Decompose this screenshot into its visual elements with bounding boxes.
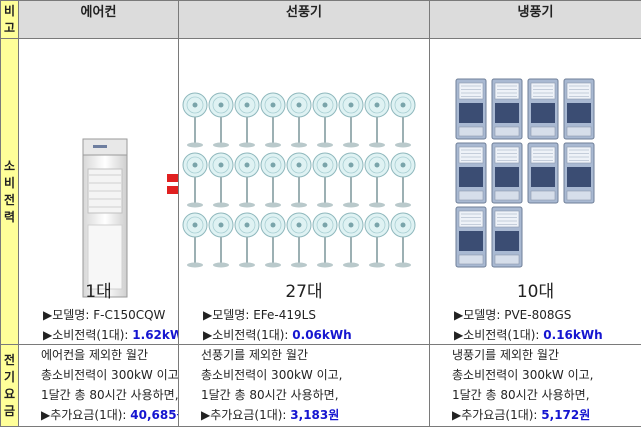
electric-fan-icon xyxy=(183,153,207,208)
consumption-row: 소 비 전 력 xyxy=(1,39,641,345)
electric-fan-icon xyxy=(183,213,207,268)
fan-cell: 27대 ▶모델명: EFe-419LS ▶소비전력(1대): 0.06kWh xyxy=(179,39,430,345)
electric-fan-icon xyxy=(287,93,311,148)
electric-fan-icon xyxy=(313,153,337,208)
cooler-power: ▶소비전력(1대): 0.16kWh xyxy=(454,325,603,345)
electric-fan-icon xyxy=(313,213,337,268)
fan-picture xyxy=(179,77,429,301)
electric-fan-icon xyxy=(391,213,415,268)
electric-fan-icon xyxy=(365,213,389,268)
electric-fan-icon xyxy=(339,213,363,268)
aircon-spec: ▶모델명: F-C150CQW ▶소비전력(1대): 1.62kWh xyxy=(43,305,179,345)
electric-fan-icon xyxy=(391,93,415,148)
cooler-picture xyxy=(430,77,641,301)
air-conditioner-icon xyxy=(19,77,179,301)
equals-sign-icon xyxy=(167,171,179,197)
electric-fan-icon xyxy=(235,93,259,148)
fan-cost-cell: 선풍기를 제외한 월간 총소비전력이 300kW 이고, 1달간 총 80시간 … xyxy=(179,345,430,427)
air-cooler-icon xyxy=(456,79,486,139)
cost-side-label: 전 기 요 금 xyxy=(1,345,19,427)
electric-fan-icon xyxy=(261,93,285,148)
electric-fan-icon xyxy=(209,213,233,268)
air-cooler-icon xyxy=(528,79,558,139)
fan-power: ▶소비전력(1대): 0.06kWh xyxy=(203,325,352,345)
air-cooler-icon xyxy=(564,79,594,139)
air-cooler-icon xyxy=(492,79,522,139)
electric-fan-icon xyxy=(209,93,233,148)
cooler-cost-value: 5,172원 xyxy=(541,408,590,422)
electric-fan-icon xyxy=(261,213,285,268)
consumption-side-label: 소 비 전 력 xyxy=(1,39,19,345)
cooler-cell: 10대 ▶모델명: PVE-808GS ▶소비전력(1대): 0.16kWh xyxy=(430,39,641,345)
fan-power-value: 0.06kWh xyxy=(292,328,351,342)
air-cooler-icon xyxy=(456,207,486,267)
air-cooler-icon xyxy=(492,207,522,267)
aircon-power-value: 1.62kWh xyxy=(132,328,178,342)
cooler-power-value: 0.16kWh xyxy=(543,328,602,342)
aircon-cost-value: 40,685원 xyxy=(130,408,178,422)
fan-spec: ▶모델명: EFe-419LS ▶소비전력(1대): 0.06kWh xyxy=(203,305,352,345)
aircon-count: 1대 xyxy=(19,277,178,302)
aircon-picture xyxy=(19,77,178,301)
electric-fan-icon xyxy=(235,213,259,268)
electric-fan-icon xyxy=(209,153,233,208)
aircon-power: ▶소비전력(1대): 1.62kWh xyxy=(43,325,179,345)
electric-fan-icon xyxy=(287,153,311,208)
electric-fan-icon xyxy=(365,153,389,208)
electric-fan-icon xyxy=(391,153,415,208)
cooler-cost-cell: 냉풍기를 제외한 월간 총소비전력이 300kW 이고, 1달간 총 80시간 … xyxy=(430,345,641,427)
air-cooler-icon xyxy=(564,143,594,203)
air-cooler-icon xyxy=(528,143,558,203)
electric-fan-icon xyxy=(183,93,207,148)
cost-row: 전 기 요 금 에어컨을 제외한 월간 총소비전력이 300kW 이고, 1달간… xyxy=(1,345,641,427)
electric-fan-icon xyxy=(261,153,285,208)
cooler-grid xyxy=(430,77,641,301)
electric-fan-icon xyxy=(235,153,259,208)
fan-grid xyxy=(179,77,430,301)
aircon-model: ▶모델명: F-C150CQW xyxy=(43,305,179,325)
header-row: 비 고 에어컨 선풍기 냉풍기 xyxy=(1,1,641,39)
fan-model: ▶모델명: EFe-419LS xyxy=(203,305,352,325)
header-side-label: 비 고 xyxy=(1,1,19,39)
cooler-model: ▶모델명: PVE-808GS xyxy=(454,305,603,325)
air-cooler-icon xyxy=(492,143,522,203)
electric-fan-icon xyxy=(339,93,363,148)
electric-fan-icon xyxy=(313,93,337,148)
column-header-fan: 선풍기 xyxy=(179,1,430,39)
column-header-cooler: 냉풍기 xyxy=(430,1,641,39)
cooler-count: 10대 xyxy=(430,277,641,302)
electric-fan-icon xyxy=(365,93,389,148)
aircon-cost-cell: 에어컨을 제외한 월간 총소비전력이 300kW 이고, 1달간 총 80시간 … xyxy=(19,345,179,427)
cooler-spec: ▶모델명: PVE-808GS ▶소비전력(1대): 0.16kWh xyxy=(454,305,603,345)
fan-cost-value: 3,183원 xyxy=(290,408,339,422)
electric-fan-icon xyxy=(339,153,363,208)
air-cooler-icon xyxy=(456,143,486,203)
column-header-aircon: 에어컨 xyxy=(19,1,179,39)
aircon-cell: 1대 ▶모델명: F-C150CQW ▶소비전력(1대): 1.62kWh xyxy=(19,39,179,345)
electric-fan-icon xyxy=(287,213,311,268)
fan-count: 27대 xyxy=(179,277,429,302)
